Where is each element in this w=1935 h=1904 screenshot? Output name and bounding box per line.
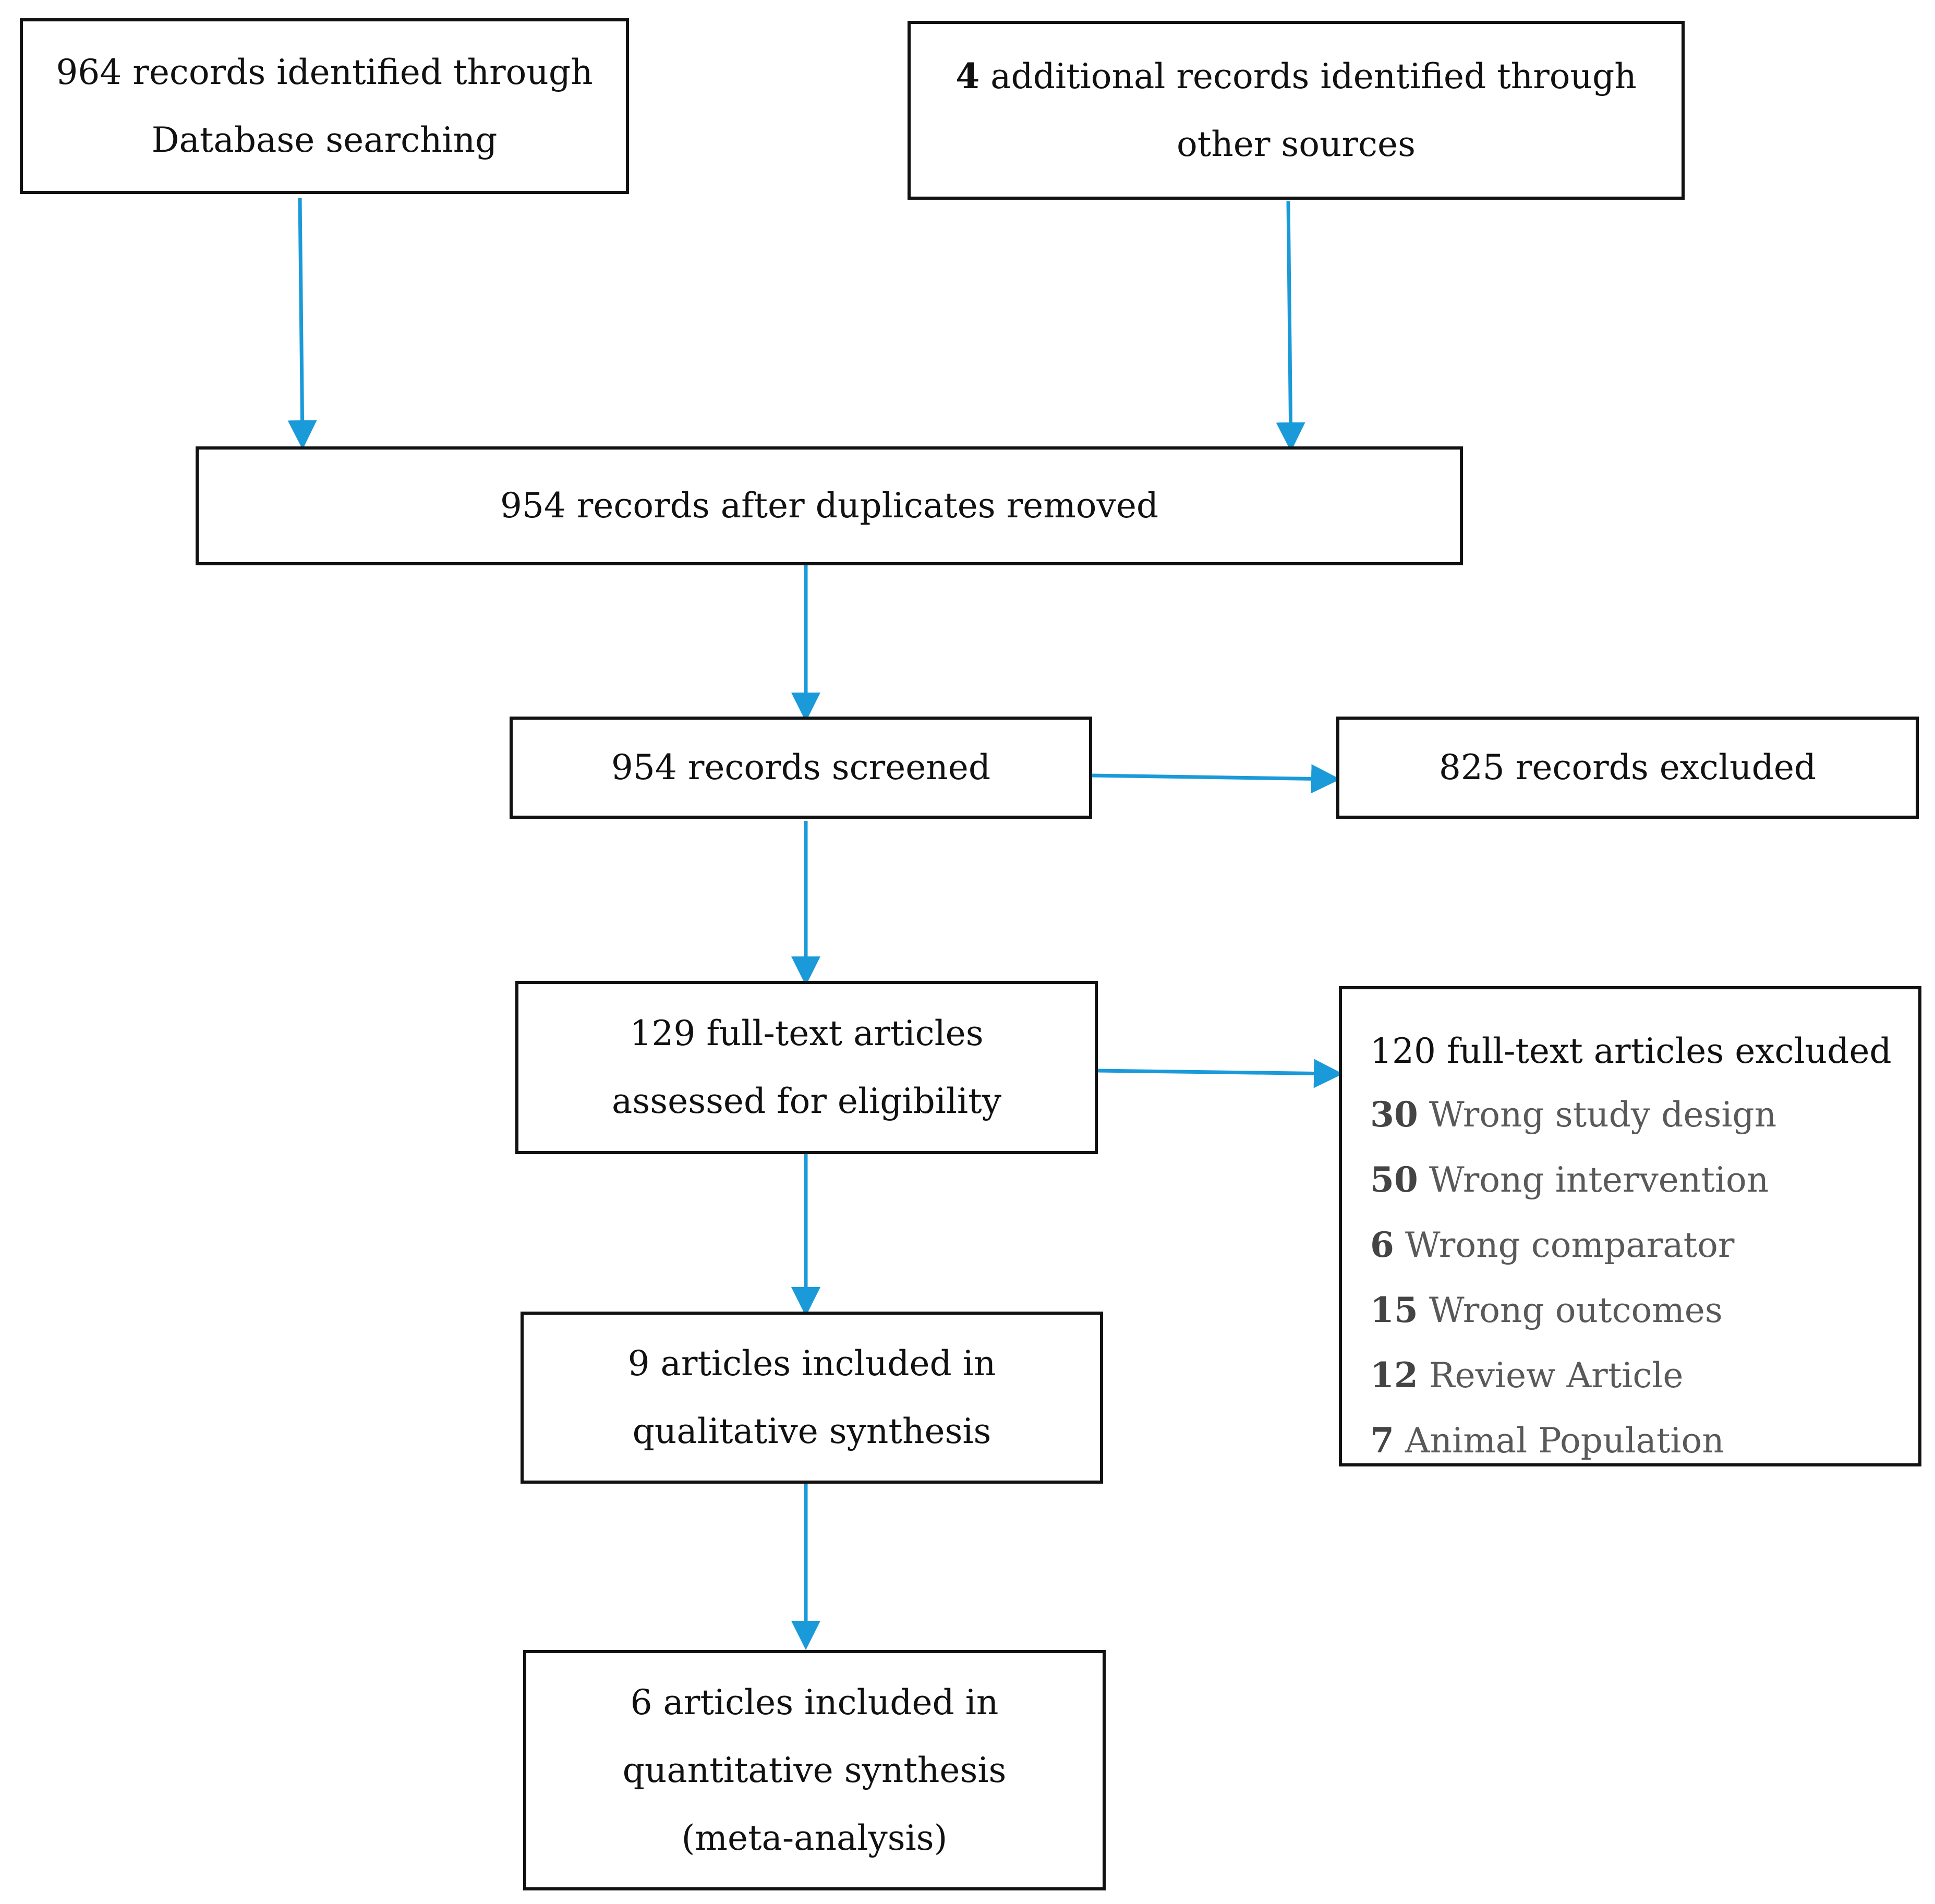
exclusion-reason: 6 Wrong comparator bbox=[1370, 1212, 1734, 1278]
exclusion-reason-count: 12 bbox=[1370, 1355, 1418, 1396]
exclusion-reason: 50 Wrong intervention bbox=[1370, 1147, 1769, 1212]
exclusion-reason-label: Wrong comparator bbox=[1394, 1225, 1735, 1265]
exclusion-reason-label: Review Article bbox=[1418, 1355, 1684, 1396]
exclusion-reason-label: Wrong intervention bbox=[1418, 1160, 1769, 1200]
exclusion-reason-count: 50 bbox=[1370, 1159, 1418, 1200]
box-other-sources: 4 additional records identified through … bbox=[908, 21, 1685, 200]
box-other-line2: other sources bbox=[1177, 124, 1416, 164]
box-database-line1: 964 records identified through bbox=[56, 52, 593, 92]
box-qualitative-synthesis: 9 articles included in qualitative synth… bbox=[521, 1312, 1103, 1484]
exclusion-reason-count: 7 bbox=[1370, 1420, 1394, 1461]
box-fulltext-excluded: 120 full-text articles excluded 30 Wrong… bbox=[1339, 986, 1921, 1466]
box-screened-text: 954 records screened bbox=[611, 747, 991, 787]
exclusion-reason-label: Animal Population bbox=[1394, 1421, 1724, 1461]
box-fulltext-line2: assessed for eligibility bbox=[612, 1081, 1001, 1121]
box-quant-line3: (meta-analysis) bbox=[681, 1817, 948, 1858]
exclusion-reason-count: 15 bbox=[1370, 1290, 1418, 1330]
box-records-excluded: 825 records excluded bbox=[1336, 717, 1919, 819]
box-quantitative-synthesis: 6 articles included in quantitative synt… bbox=[523, 1650, 1106, 1890]
exclusion-reason: 15 Wrong outcomes bbox=[1370, 1278, 1723, 1343]
exclusion-reason-label: Wrong study design bbox=[1418, 1095, 1777, 1135]
box-qual-line1: 9 articles included in bbox=[627, 1343, 996, 1384]
exclusion-reason-count: 6 bbox=[1370, 1224, 1394, 1265]
box-dedup-text: 954 records after duplicates removed bbox=[500, 486, 1159, 526]
exclusion-reason-label: Wrong outcomes bbox=[1418, 1290, 1723, 1330]
box-excluded-text: 825 records excluded bbox=[1438, 747, 1817, 787]
box-database-records: 964 records identified through Database … bbox=[20, 18, 629, 194]
fulltext-excluded-header: 120 full-text articles excluded bbox=[1370, 1031, 1892, 1071]
other-count: 4 bbox=[956, 56, 980, 96]
exclusion-reason: 7 Animal Population bbox=[1370, 1408, 1724, 1473]
box-fulltext-assessed: 129 full-text articles assessed for elig… bbox=[515, 981, 1098, 1154]
exclusion-reason: 30 Wrong study design bbox=[1370, 1082, 1776, 1147]
box-qual-line2: qualitative synthesis bbox=[632, 1411, 991, 1451]
other-line1-text: additional records identified through bbox=[979, 56, 1637, 96]
exclusion-reason: 12 Review Article bbox=[1370, 1343, 1684, 1408]
box-fulltext-line1: 129 full-text articles bbox=[630, 1013, 984, 1053]
exclusion-reason-count: 30 bbox=[1370, 1094, 1418, 1135]
box-after-duplicates: 954 records after duplicates removed bbox=[196, 446, 1463, 565]
arrow-other-to-dedup bbox=[1276, 201, 1305, 452]
arrow-fulltext-to-excluded bbox=[1097, 1059, 1343, 1088]
box-database-line2: Database searching bbox=[151, 119, 498, 160]
box-other-line1: 4 additional records identified through bbox=[956, 42, 1637, 111]
box-quant-line2: quantitative synthesis bbox=[622, 1750, 1007, 1790]
box-quant-line1: 6 articles included in bbox=[630, 1682, 999, 1723]
arrow-db-to-dedup bbox=[287, 198, 317, 450]
box-records-screened: 954 records screened bbox=[510, 717, 1092, 819]
arrow-screened-to-excluded bbox=[1092, 764, 1340, 794]
